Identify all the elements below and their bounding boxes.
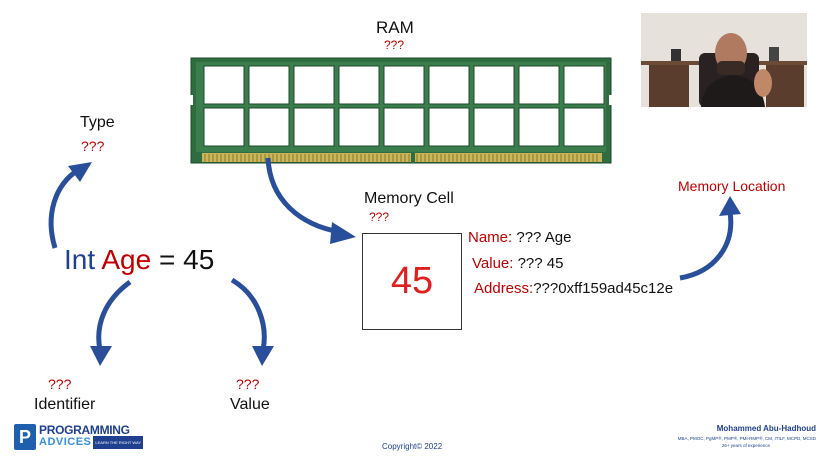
ram-chip <box>338 65 380 105</box>
cell-address-row: Address:???0xff159ad45c12e <box>474 280 673 297</box>
ram-chip <box>293 65 335 105</box>
statement-to-type-arrow <box>48 167 80 249</box>
statement-identifier: Age <box>101 244 152 275</box>
ram-chip <box>248 65 290 105</box>
ram-chip <box>383 65 425 105</box>
ram-module <box>188 57 614 164</box>
memory-cell-box: 45 <box>362 233 462 330</box>
ram-chip <box>428 65 470 105</box>
cell-value-row: Value: ??? 45 <box>472 255 563 272</box>
ram-chip <box>518 65 560 105</box>
ram-chip <box>428 107 470 147</box>
logo-tagline: LEARN THE RIGHT WAY <box>93 436 144 449</box>
ram-chip <box>563 65 605 105</box>
presenter-experience: 26+ years of experience <box>721 443 770 448</box>
programming-advices-logo: P PROGRAMMING ADVICES LEARN THE RIGHT WA… <box>14 423 144 450</box>
type-question: ??? <box>81 138 105 154</box>
presenter-info: Mohammed Abu-Hadhoud MBA, PMOC, PgMP®, P… <box>640 424 820 448</box>
presenter-webcam <box>641 13 807 107</box>
cell-name-row: Name: ??? Age <box>468 229 571 246</box>
type-arrow-head <box>68 162 92 182</box>
logo-line2: ADVICES <box>39 436 92 448</box>
cell-address-key: Address: <box>474 280 534 297</box>
ram-chip <box>518 107 560 147</box>
statement-to-value-arrow <box>230 277 267 351</box>
statement-to-identifier-arrow <box>96 279 132 351</box>
statement-operator: = <box>158 244 176 275</box>
ram-to-cell-arrow <box>265 157 341 235</box>
ram-chip <box>203 107 245 147</box>
logo-line1: PROGRAMMING <box>39 423 130 437</box>
ram-title: RAM <box>376 18 414 37</box>
ram-chip <box>293 107 335 147</box>
presenter-video-frame <box>641 13 807 107</box>
location-arrow-head <box>719 196 741 216</box>
presenter-credentials: MBA, PMOC, PgMP®, PMP®, PMI-RMP®, CM, IT… <box>677 436 816 441</box>
memory-cell-title: Memory Cell <box>364 190 454 207</box>
cell-name-key: Name: <box>468 229 513 246</box>
identifier-arrow-head <box>90 346 112 366</box>
ram-chip <box>248 107 290 147</box>
ram-chip <box>203 65 245 105</box>
cell-value-key: Value: <box>472 255 514 272</box>
ram-chip <box>383 107 425 147</box>
ram-chip <box>563 107 605 147</box>
ram-chip <box>338 107 380 147</box>
cell-value-value: ??? 45 <box>517 255 564 272</box>
identifier-question: ??? <box>48 376 72 392</box>
address-to-location-arrow <box>679 211 734 281</box>
ram-chip <box>473 65 515 105</box>
statement-type: Int <box>64 244 96 275</box>
copyright-notice: Copyright© 2022 <box>382 442 443 451</box>
ram-arrow-head <box>330 222 356 244</box>
ram-question: ??? <box>384 38 405 52</box>
type-label: Type <box>80 114 115 131</box>
value-label: Value <box>230 396 270 413</box>
cell-address-value: ???0xff159ad45c12e <box>533 280 674 297</box>
memory-cell-question: ??? <box>369 210 390 224</box>
value-arrow-head <box>252 346 274 366</box>
identifier-label: Identifier <box>34 396 96 413</box>
statement-value: 45 <box>183 244 215 275</box>
logo-mark-icon: P <box>14 424 36 450</box>
cell-name-value: ??? Age <box>516 229 572 246</box>
memory-location-label: Memory Location <box>678 178 786 194</box>
presenter-name: Mohammed Abu-Hadhoud <box>716 424 816 433</box>
ram-chip <box>473 107 515 147</box>
declaration-statement: Int Age = 45 <box>64 244 214 276</box>
value-question: ??? <box>236 376 260 392</box>
memory-cell-value: 45 <box>390 260 434 302</box>
